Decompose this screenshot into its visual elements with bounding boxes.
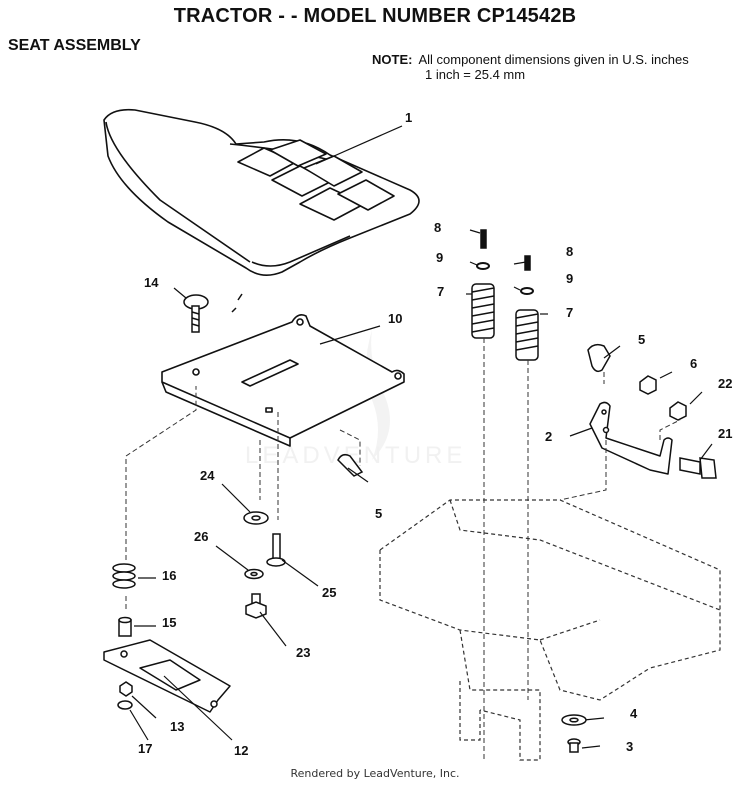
spring-part [471, 283, 539, 361]
carriage-bolt-part [183, 294, 209, 333]
callout-label: 9 [566, 271, 573, 286]
callout-label: 5 [375, 506, 382, 521]
bracket-part [589, 401, 673, 475]
nut-part [119, 681, 133, 697]
callout-label: 26 [194, 529, 208, 544]
note-line-1: All component dimensions given in U.S. i… [418, 52, 689, 67]
hex-bolt-part [245, 593, 267, 619]
callout-label: 16 [162, 568, 176, 583]
callout-label: 10 [388, 311, 402, 326]
tractor-frame-outline [379, 499, 721, 761]
callout-label: 2 [545, 429, 552, 444]
dimension-note: NOTE: All component dimensions given in U… [372, 52, 689, 82]
callout-label: 23 [296, 645, 310, 660]
screw-part [567, 738, 581, 753]
callout-label: 3 [626, 739, 633, 754]
callout-label: 14 [144, 275, 159, 290]
callout-label: 25 [322, 585, 336, 600]
seat-part [103, 108, 420, 276]
callout-label: 8 [434, 220, 441, 235]
note-label: NOTE: [372, 52, 413, 67]
callout-label: 17 [138, 741, 152, 756]
clip-part [337, 343, 611, 477]
washer-part [561, 714, 587, 726]
hex-bolt-part [679, 457, 717, 479]
callout-label: 8 [566, 244, 573, 259]
callout-label: 7 [566, 305, 573, 320]
alignment-dashed-lines [125, 338, 681, 760]
washer-part [243, 511, 269, 580]
callout-labels: 1 2 3 4 5 5 6 7 7 8 8 9 9 10 12 13 14 15… [138, 110, 732, 758]
callout-leaders [129, 125, 713, 749]
callout-label: 4 [630, 706, 638, 721]
callout-label: 15 [162, 615, 176, 630]
seat-pan-part [161, 314, 405, 447]
page-title: TRACTOR - - MODEL NUMBER CP14542B [173, 5, 577, 27]
footer-credit: Rendered by LeadVenture, Inc. [290, 767, 460, 780]
callout-label: 7 [437, 284, 444, 299]
note-line-2: 1 inch = 25.4 mm [425, 67, 526, 82]
spring-part [112, 563, 136, 589]
callout-label: 21 [718, 426, 732, 441]
callout-label: 1 [405, 110, 412, 125]
callout-label: 12 [234, 743, 248, 758]
spacer-part [118, 616, 132, 637]
section-title: SEAT ASSEMBLY [8, 37, 141, 54]
callout-label: 6 [690, 356, 697, 371]
callout-label: 5 [638, 332, 645, 347]
callout-label: 13 [170, 719, 184, 734]
nut-part [639, 375, 687, 421]
callout-label: 22 [718, 376, 732, 391]
washer-part [476, 262, 534, 295]
washer-part [117, 700, 133, 710]
screw-part [266, 533, 286, 567]
screw-part [480, 229, 531, 271]
callout-label: 24 [200, 468, 215, 483]
plate-part [103, 639, 231, 713]
callout-label: 9 [436, 250, 443, 265]
